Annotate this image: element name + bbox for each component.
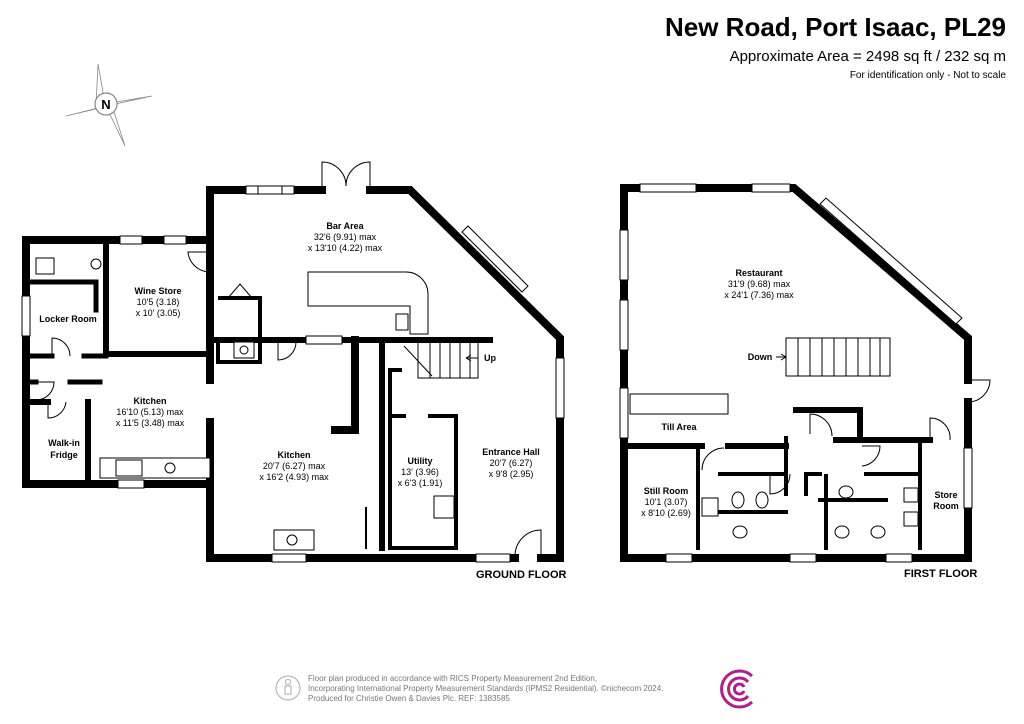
- ground-floor-fixtures: [35, 257, 455, 551]
- room-dimension-text: x 8'10 (2.69): [641, 508, 691, 518]
- footer-line-3: Produced for Christie Owen & Davies Plc.…: [308, 694, 510, 703]
- disclaimer: For identification only - Not to scale: [849, 70, 1006, 81]
- ground-floor-doors: [35, 161, 542, 558]
- nichecom-logo-icon: [720, 669, 754, 709]
- compass-letter: N: [101, 97, 110, 112]
- label-stairs-up: Up: [484, 353, 496, 363]
- room-dimension-text: 10'5 (3.18): [137, 297, 180, 307]
- label-bar-area: Bar Area: [326, 221, 364, 231]
- label-entrance-hall: Entrance Hall: [482, 447, 540, 457]
- compass-icon: N: [65, 63, 153, 147]
- room-dimension-text: x 16'2 (4.93) max: [259, 472, 329, 482]
- label-wine-store: Wine Store: [135, 286, 182, 296]
- room-dimension-text: Room: [933, 501, 959, 511]
- label-walk-in-fridge: Walk-in: [48, 438, 80, 448]
- plan-title: New Road, Port Isaac, PL29: [664, 12, 1006, 42]
- room-dimension-text: 31'9 (9.68) max: [728, 279, 791, 289]
- room-dimension-text: Fridge: [50, 450, 78, 460]
- ground-floor-title: GROUND FLOOR: [476, 569, 566, 581]
- room-dimension-text: x 13'10 (4.22) max: [308, 243, 383, 253]
- label-store-room: Store: [934, 490, 957, 500]
- person-icon: [275, 675, 301, 701]
- room-dimension-text: 16'10 (5.13) max: [116, 407, 184, 417]
- room-dimension-text: x 11'5 (3.48) max: [116, 418, 185, 428]
- label-still-room: Still Room: [644, 486, 689, 496]
- first-floor-doors: [701, 379, 991, 495]
- room-dimension-text: 10'1 (3.07): [645, 497, 688, 507]
- bar-counter: [307, 271, 429, 335]
- room-dimension-text: 20'7 (6.27): [490, 458, 533, 468]
- footer-line-1: Floor plan produced in accordance with R…: [308, 674, 598, 683]
- first-floor-stairs: [776, 337, 891, 377]
- label-locker-room: Locker Room: [39, 314, 97, 324]
- room-dimension-text: x 24'1 (7.36) max: [724, 290, 794, 300]
- room-dimension-text: x 10' (3.05): [136, 308, 181, 318]
- room-dimension-text: 20'7 (6.27) max: [263, 461, 326, 471]
- footer-text: Floor plan produced in accordance with R…: [308, 674, 663, 704]
- room-dimension-text: 32'6 (9.91) max: [314, 232, 377, 242]
- label-kitchen-1: Kitchen: [133, 396, 166, 406]
- footer-line-2: Incorporating International Property Mea…: [308, 684, 664, 693]
- room-dimension-text: x 9'8 (2.95): [489, 469, 534, 479]
- first-floor-labels: Restaurant 31'9 (9.68) max x 24'1 (7.36)…: [641, 268, 977, 580]
- room-dimension-text: 13' (3.96): [401, 467, 439, 477]
- room-dimension-text: x 6'3 (1.91): [398, 478, 443, 488]
- ground-floor-labels: Bar Area 32'6 (9.91) max x 13'10 (4.22) …: [39, 221, 566, 581]
- approximate-area: Approximate Area = 2498 sq ft / 232 sq m: [729, 48, 1006, 65]
- first-floor-title: FIRST FLOOR: [904, 568, 977, 580]
- first-floor-fixtures: [629, 393, 919, 539]
- first-floor-windows: [619, 183, 973, 563]
- label-utility: Utility: [407, 456, 432, 466]
- ground-floor-stairs: [403, 340, 479, 379]
- label-restaurant: Restaurant: [735, 268, 782, 278]
- ground-floor-windows: [21, 185, 565, 563]
- label-till-area: Till Area: [661, 422, 697, 432]
- label-stairs-down: Down: [748, 352, 773, 362]
- label-kitchen-2: Kitchen: [277, 450, 310, 460]
